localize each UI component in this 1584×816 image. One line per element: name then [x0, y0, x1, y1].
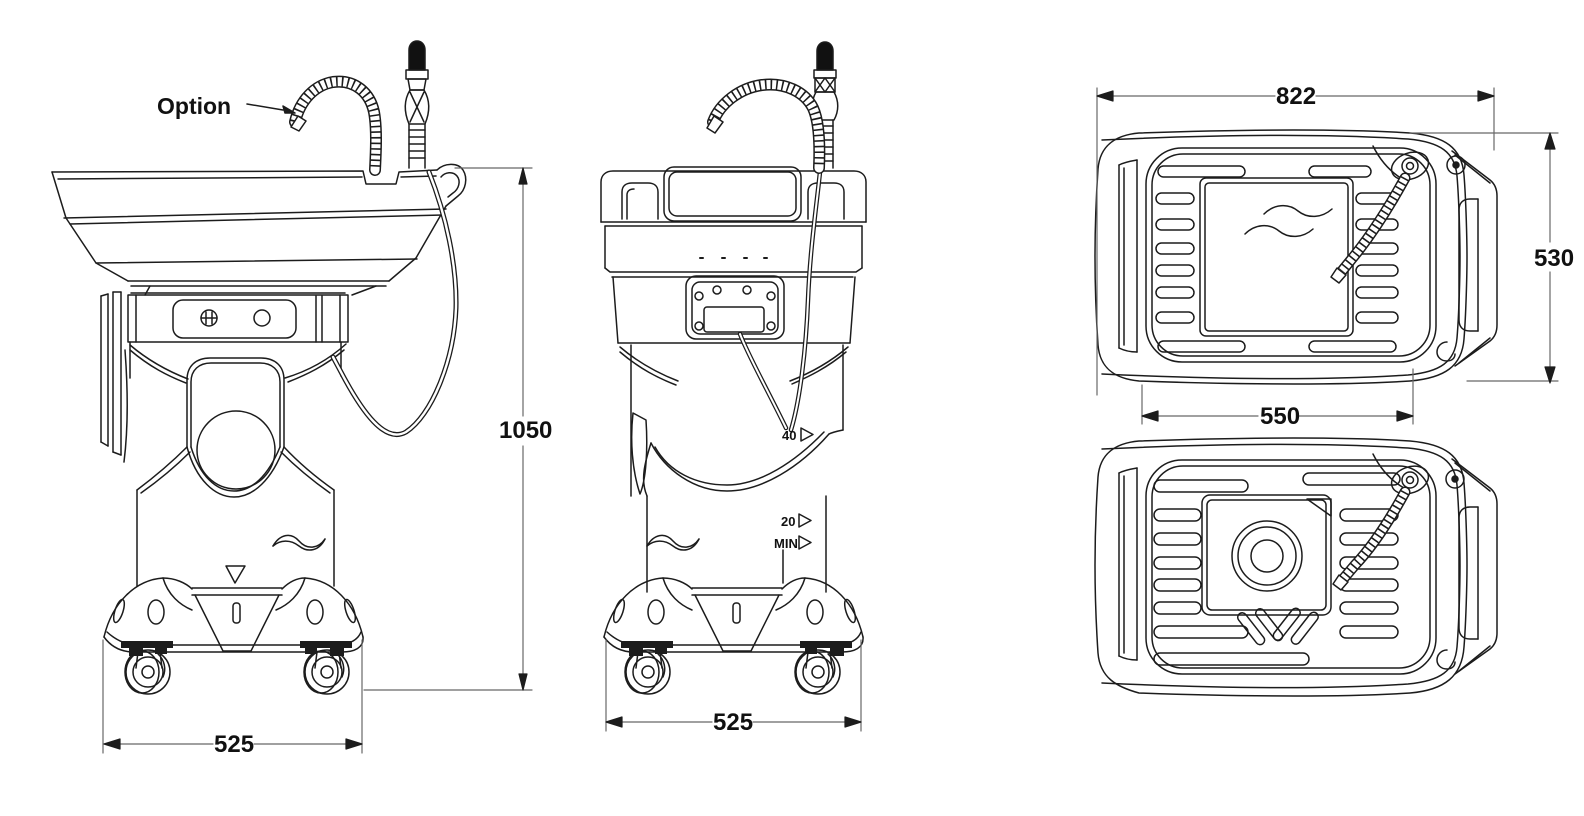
- svg-text:40: 40: [782, 428, 796, 443]
- svg-text:525: 525: [713, 709, 753, 736]
- svg-text:822: 822: [1276, 83, 1316, 110]
- svg-text:530: 530: [1534, 245, 1574, 272]
- svg-text:525: 525: [214, 731, 254, 758]
- svg-text:MIN: MIN: [774, 536, 798, 551]
- svg-text:20: 20: [781, 514, 795, 529]
- svg-text:550: 550: [1260, 403, 1300, 430]
- svg-text:Option: Option: [157, 93, 231, 119]
- svg-text:1050: 1050: [499, 417, 552, 444]
